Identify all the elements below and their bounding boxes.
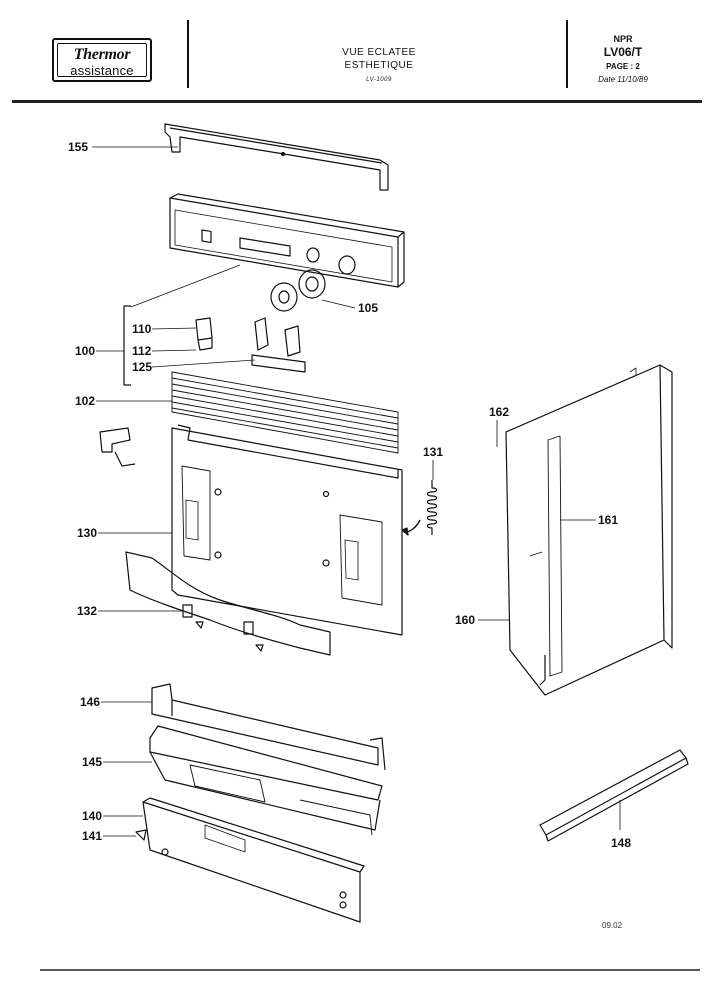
callout-112: 112 — [132, 344, 152, 358]
part-screw-141 — [135, 829, 147, 841]
thermor-logo: Thermor assistance — [52, 38, 152, 82]
part-control-panel — [169, 193, 405, 288]
header-divider-right — [566, 20, 568, 88]
part-side-panel-160 — [505, 364, 673, 696]
callout-155: 155 — [68, 140, 88, 154]
header-divider-left — [187, 20, 189, 88]
part-switch-110 — [195, 317, 213, 351]
npr-label: NPR — [613, 34, 633, 44]
part-bracket-125 — [251, 317, 306, 373]
header-rule — [12, 100, 702, 103]
part-spring-131 — [401, 480, 438, 536]
callout-102: 102 — [75, 394, 95, 408]
logo-brand: Thermor — [73, 46, 131, 63]
callout-145: 145 — [82, 755, 102, 769]
callout-141: 141 — [82, 829, 102, 843]
part-handle-145 — [149, 725, 383, 836]
callout-140: 140 — [82, 809, 102, 823]
page-number: PAGE : 2 — [606, 62, 640, 71]
callout-labels: 155 105 110 100 112 125 102 162 131 161 … — [68, 140, 631, 850]
callout-110: 110 — [132, 322, 152, 336]
callout-131: 131 — [423, 445, 443, 459]
part-door-panel-130 — [171, 424, 403, 636]
part-bottom-rail-148 — [539, 749, 689, 842]
leader-lines — [92, 146, 621, 837]
part-plinth-140 — [142, 797, 365, 923]
callout-148: 148 — [611, 836, 631, 850]
doc-date: Date 11/10/89 — [598, 75, 648, 84]
part-ribbed-strip — [171, 371, 399, 454]
callout-132: 132 — [77, 604, 97, 618]
callout-100: 100 — [75, 344, 95, 358]
doc-ref: LV-1009 — [366, 77, 392, 83]
callout-130: 130 — [77, 526, 97, 540]
callout-161: 161 — [598, 513, 618, 527]
callout-146: 146 — [80, 695, 100, 709]
title-line2: ESTHETIQUE — [344, 60, 414, 71]
bracket-100 — [123, 305, 131, 386]
logo-sub: assistance — [70, 63, 134, 78]
part-clip — [99, 427, 136, 467]
part-knobs — [270, 269, 326, 312]
part-top-rail — [164, 123, 389, 191]
part-insulation-strip — [125, 551, 331, 656]
title-line1: VUE ECLATEE — [342, 47, 416, 58]
footer-code: 09.02 — [602, 921, 623, 930]
model-number: LV06/T — [603, 45, 643, 59]
part-rail-146 — [151, 683, 386, 771]
callout-125: 125 — [132, 360, 152, 374]
callout-160: 160 — [455, 613, 475, 627]
part-hinges-132 — [182, 604, 264, 652]
callout-162: 162 — [489, 405, 509, 419]
callout-105: 105 — [358, 301, 378, 315]
